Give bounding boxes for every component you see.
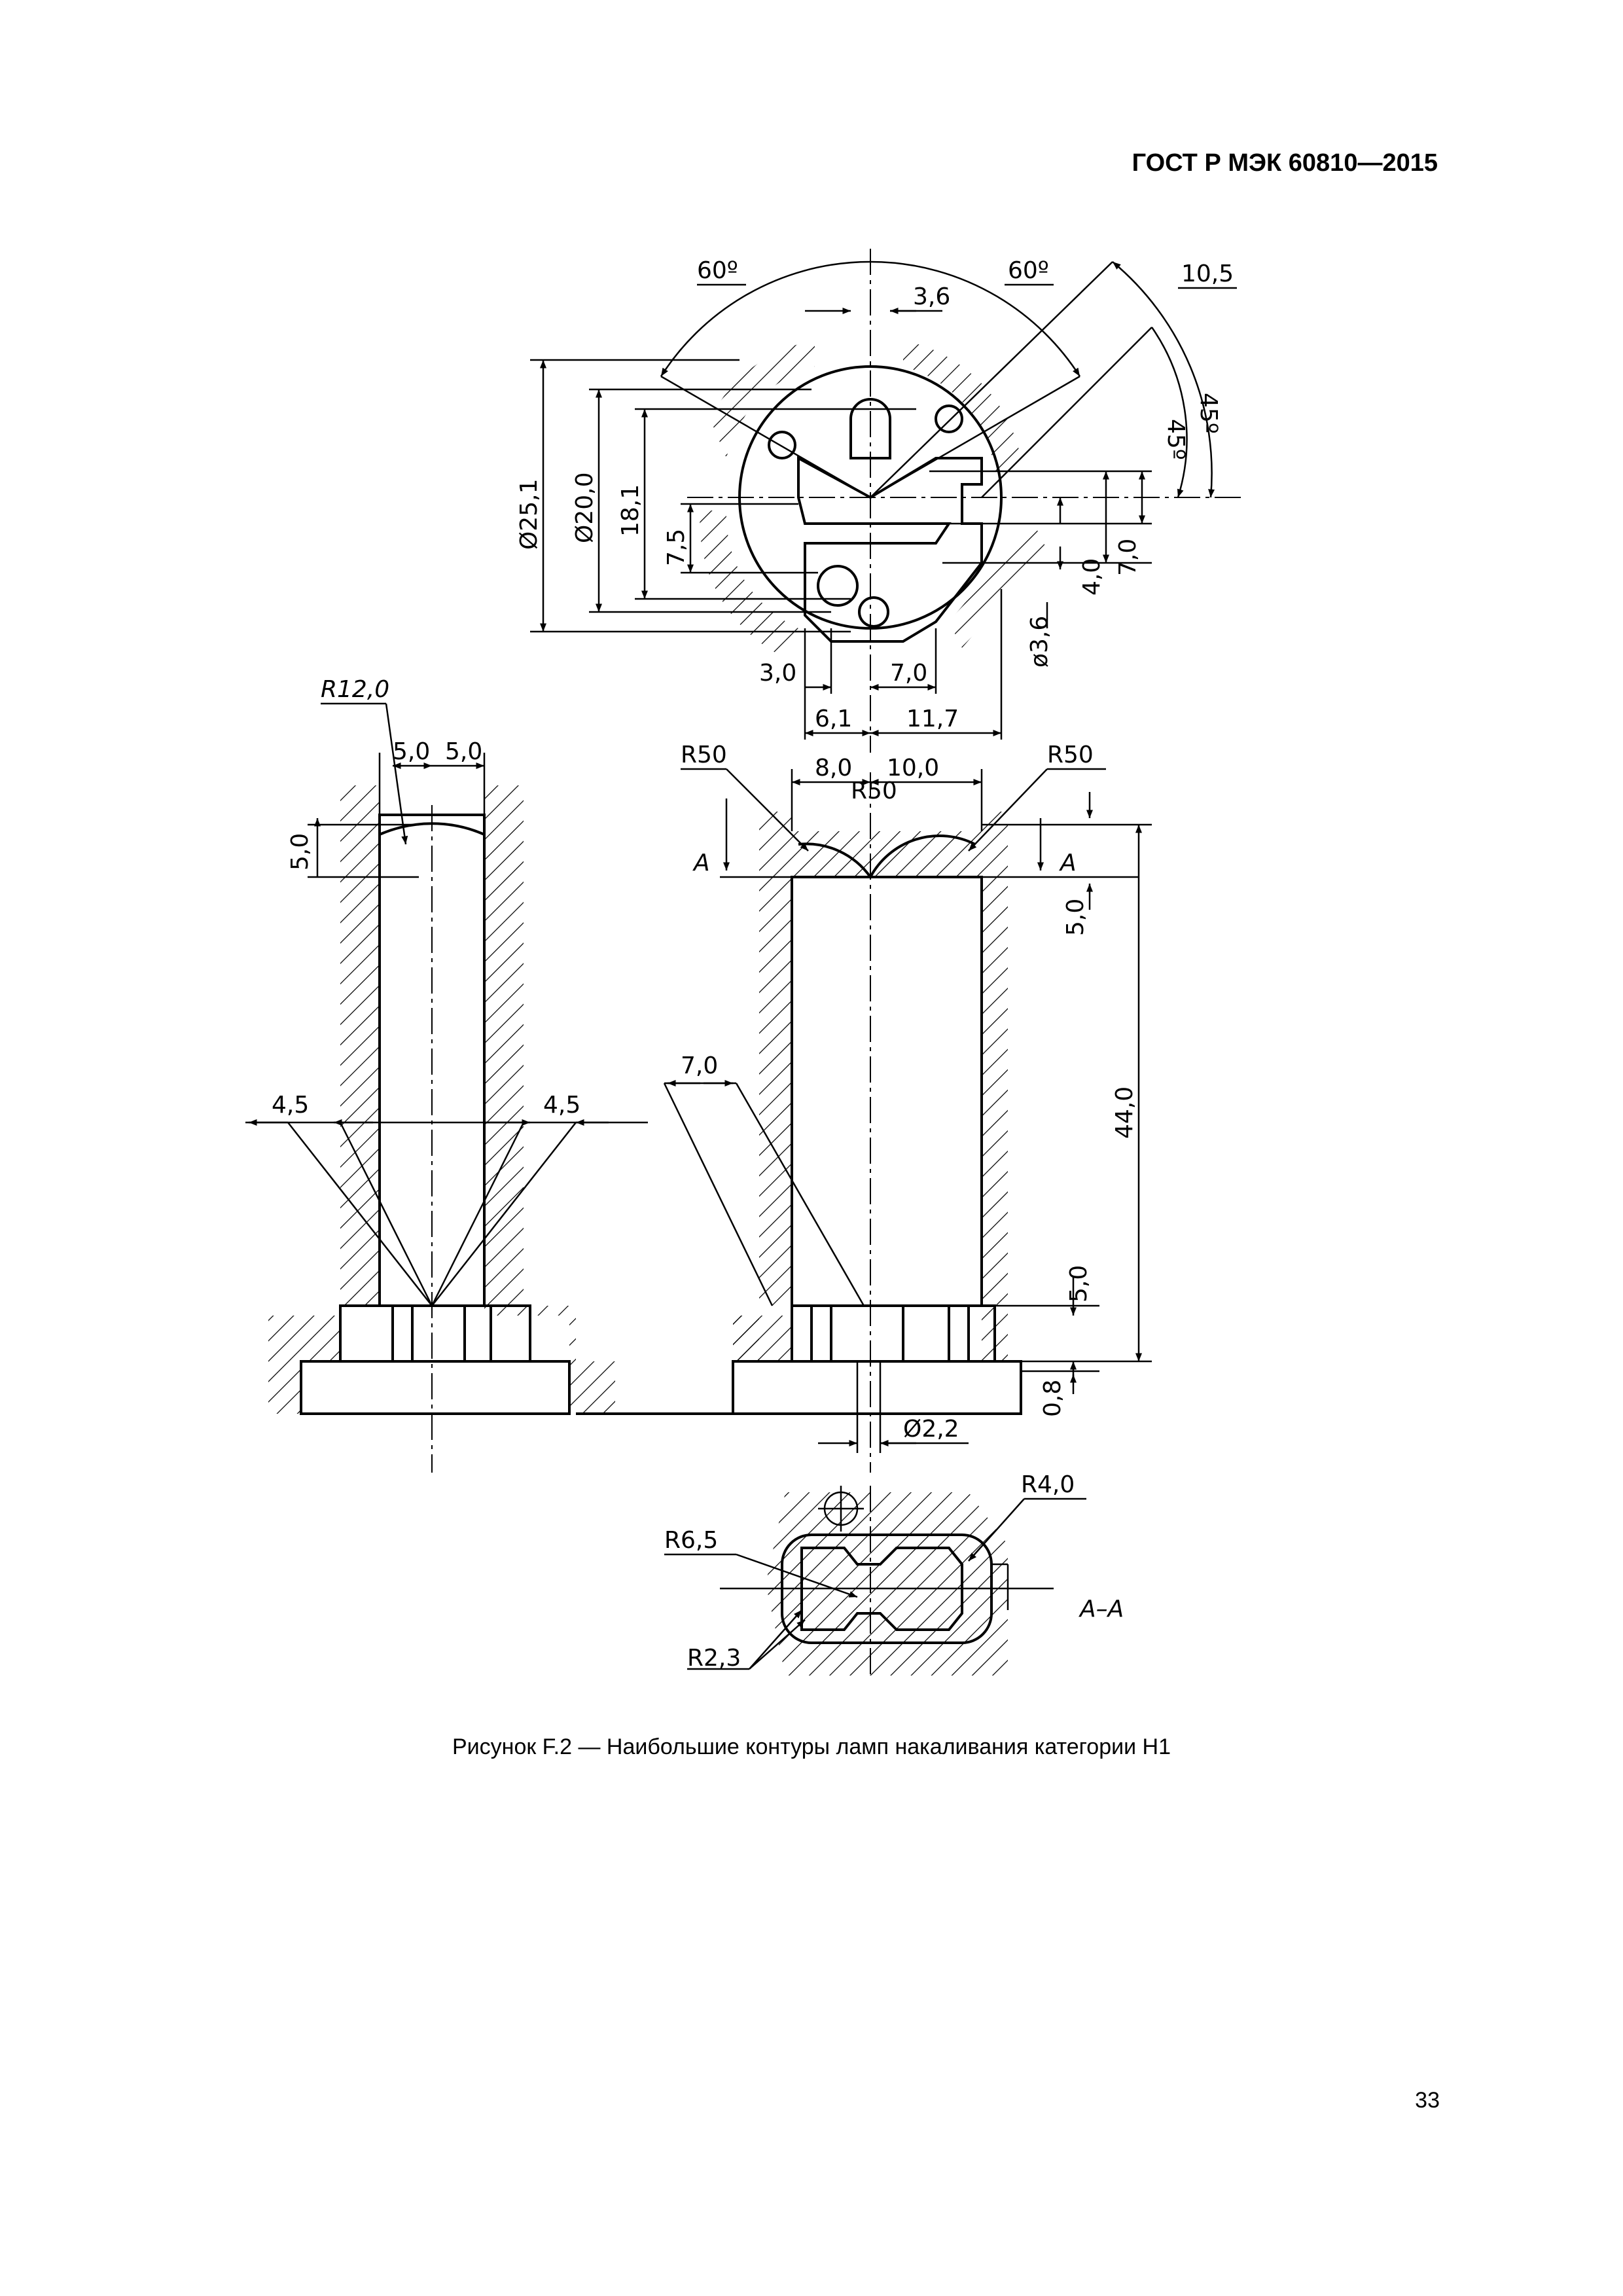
right-side-view: [576, 768, 1152, 1473]
dim-10-0: 10,0: [887, 755, 939, 781]
dim-angle-left: 60º: [697, 257, 738, 284]
dim-r-50-right: R50: [1047, 742, 1094, 768]
dim-r-2-3: R2,3: [687, 1645, 741, 1672]
dim-angle-right: 60º: [1008, 257, 1049, 284]
dim-18-1: 18,1: [617, 484, 644, 537]
dim-4-0: 4,0: [1079, 558, 1105, 596]
key-profile: [797, 456, 983, 643]
page-number: 33: [1415, 2088, 1440, 2113]
dim-3-0: 3,0: [759, 660, 796, 687]
dim-r-12-0: R12,0: [321, 676, 389, 703]
dim-r-4-0: R4,0: [1021, 1471, 1075, 1498]
dim-8-0: 8,0: [815, 755, 852, 781]
dim-angle-45b: 45º: [1162, 419, 1189, 460]
dim-dia-25-1: Ø25,1: [516, 479, 543, 550]
dim-6-1: 6,1: [815, 706, 852, 732]
dim-dia-2-2: Ø2,2: [903, 1416, 959, 1443]
dim-dia-20-0: Ø20,0: [571, 473, 598, 544]
dim-r-50-left: R50: [681, 742, 727, 768]
dim-3-6: 3,6: [913, 283, 950, 310]
dim-r-6-5: R6,5: [664, 1527, 718, 1554]
dim-4-5-left: 4,5: [272, 1092, 309, 1119]
dim-dia-3-6: ø3,6: [1026, 616, 1053, 668]
document-header: ГОСТ Р МЭК 60810—2015: [1132, 149, 1438, 177]
dim-7-0-horizontal: 7,0: [890, 660, 927, 687]
section-a-a: [664, 1486, 1086, 1676]
section-label-a-a: A–A: [1079, 1596, 1124, 1623]
dim-r-50-mid: R50: [851, 778, 897, 804]
top-view: [530, 249, 1243, 753]
dim-angle-45a: 45º: [1195, 393, 1222, 434]
left-side-view: [245, 702, 648, 1473]
dim-5-0-vertical-left: 5,0: [287, 833, 313, 870]
dim-10-5: 10,5: [1181, 260, 1234, 287]
section-mark-a-right: A: [1059, 850, 1077, 876]
section-mark-a-left: A: [692, 850, 710, 876]
dim-5-0-a: 5,0: [393, 738, 430, 765]
figure-caption: Рисунок F.2 — Наибольшие контуры ламп на…: [452, 1734, 1171, 1759]
right-view-hatch: [733, 812, 792, 1361]
dim-5-0-b: 5,0: [445, 738, 482, 765]
dim-11-7: 11,7: [906, 706, 959, 732]
dim-4-5-right: 4,5: [543, 1092, 580, 1119]
dim-5-0-low: 5,0: [1065, 1265, 1092, 1302]
left-view-hatch: [268, 785, 380, 1414]
top-view-hatch: [710, 340, 815, 458]
dim-7-0-slanted: 7,0: [681, 1052, 718, 1079]
dim-0-8: 0,8: [1039, 1380, 1066, 1417]
dimension-labels: 60º 60º 3,6 10,5 45º 45º Ø25,1 Ø20,0 18,…: [272, 257, 1234, 1672]
dim-7-5: 7,5: [663, 529, 690, 566]
dim-44-0: 44,0: [1111, 1086, 1138, 1139]
dim-7-0-vertical: 7,0: [1115, 539, 1141, 576]
dim-5-0-right: 5,0: [1062, 899, 1089, 936]
